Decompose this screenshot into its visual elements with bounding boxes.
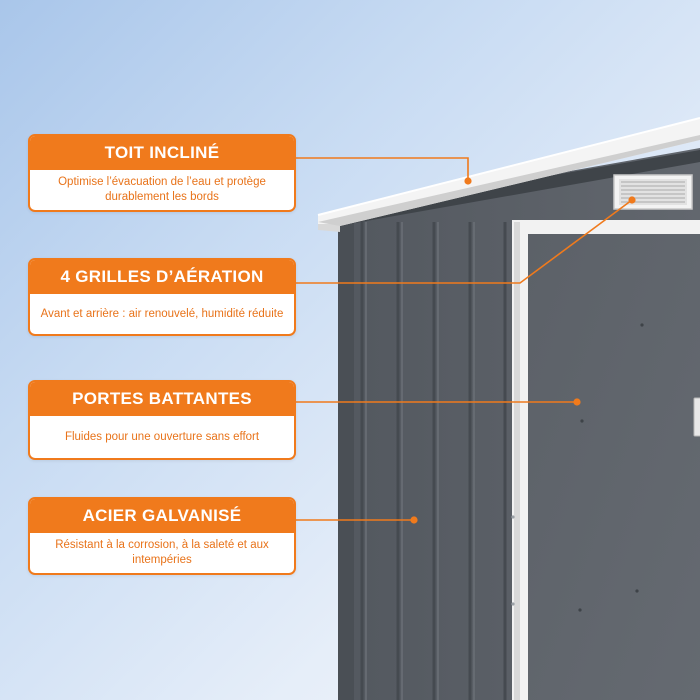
feature-card-galvanized-steel: ACIER GALVANISÉ Résistant à la corrosion… — [28, 497, 296, 575]
feature-title: 4 GRILLES D’AÉRATION — [30, 260, 294, 294]
feature-card-ventilation: 4 GRILLES D’AÉRATION Avant et arrière : … — [28, 258, 296, 336]
connector-vent — [296, 199, 633, 284]
feature-card-sloped-roof: TOIT INCLINÉ Optimise l’évacuation de l’… — [28, 134, 296, 212]
sloped-roof — [317, 117, 700, 232]
feature-title: PORTES BATTANTES — [30, 382, 294, 416]
feature-title: TOIT INCLINÉ — [30, 136, 294, 170]
callout-connectors — [296, 157, 633, 521]
feature-card-swing-doors: PORTES BATTANTES Fluides pour une ouvert… — [28, 380, 296, 460]
feature-title: ACIER GALVANISÉ — [30, 499, 294, 533]
connector-roof — [296, 157, 469, 180]
feature-description: Résistant à la corrosion, à la saleté et… — [55, 539, 269, 566]
feature-description: Fluides pour une ouverture sans effort — [64, 430, 260, 443]
callout-dots — [410, 177, 636, 524]
double-door — [511, 220, 700, 700]
wall-ribs — [360, 222, 507, 700]
feature-description: Avant et arrière : air renouvelé, humidi… — [40, 307, 284, 320]
feature-description: Optimise l’évacuation de l’eau et protèg… — [58, 176, 266, 203]
